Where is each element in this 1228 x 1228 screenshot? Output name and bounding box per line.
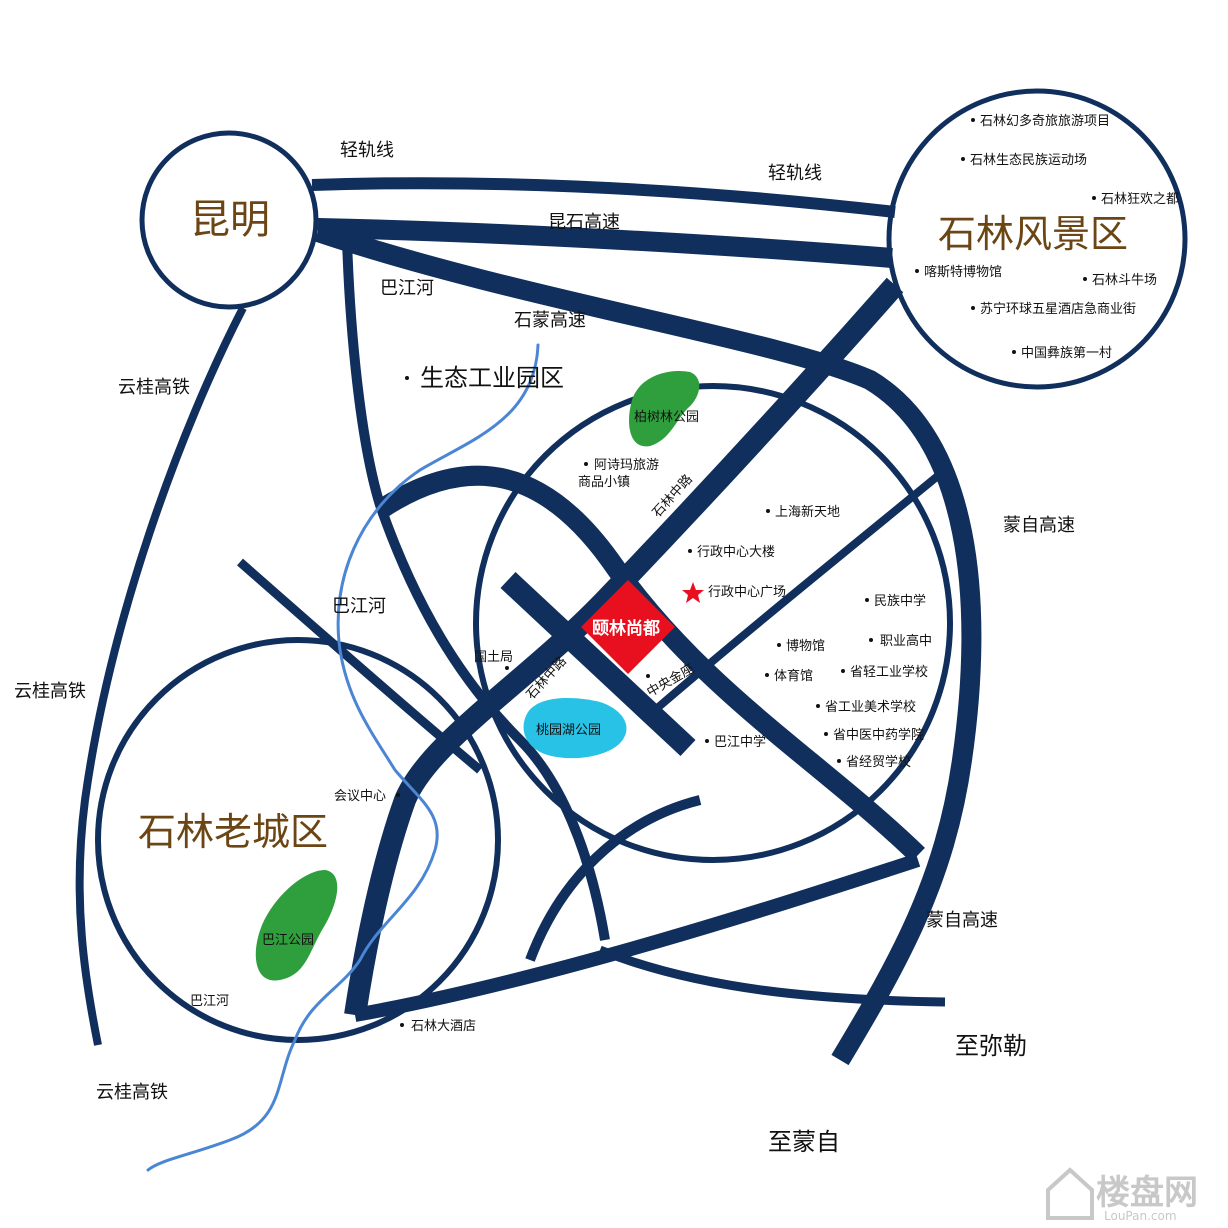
scenic-poi-item: 石林生态民族运动场 [970, 152, 1087, 168]
south-inner-road [525, 795, 702, 962]
watermark: 楼盘网 LouPan.com [1046, 1167, 1198, 1223]
bajiang-park-label: 巴江公园 [262, 933, 314, 948]
star-icon [682, 582, 704, 603]
poi-dot [971, 118, 975, 122]
city-scenic-area: 石林风景区 [938, 212, 1128, 256]
poi-tcm-school: 省中医中药学院 [833, 727, 924, 743]
cypress-park-label: 柏树林公园 [634, 410, 699, 425]
poi-dot [915, 269, 919, 273]
city-center-ring [473, 383, 953, 863]
poi-conference-center: 会议中心 [334, 789, 386, 804]
poi-trade-school: 省经贸学校 [846, 754, 911, 770]
shimeng-expressway [344, 277, 904, 1017]
scenic-poi-item: 石林斗牛场 [1092, 273, 1157, 288]
mengzi-expressway [314, 222, 982, 1066]
poi-admin-square: 行政中心广场 [708, 585, 786, 600]
bajiang-park-area [255, 870, 338, 981]
poi-shilin-hotel: 石林大酒店 [411, 1019, 476, 1034]
poi-dot [505, 666, 509, 670]
old-town-ring [95, 637, 501, 1043]
poi-dot [837, 759, 841, 763]
cypress-park-area [629, 370, 700, 447]
poi-admin-building: 行政中心大楼 [697, 545, 775, 560]
poi-vocational-school: 职业高中 [880, 633, 932, 649]
label-light-rail-2: 轻轨线 [768, 163, 822, 184]
label-mengzi-expressway-2: 蒙自高速 [926, 910, 998, 931]
scenic-poi-item: 石林狂欢之都 [1101, 192, 1179, 207]
project-name: 颐林尚都 [592, 618, 660, 639]
bajiang-river [146, 343, 540, 1172]
taoyuan-lake-park-area [523, 698, 627, 759]
house-icon [1046, 1167, 1094, 1220]
poi-dot [777, 643, 781, 647]
label-light-rail-1: 轻轨线 [340, 140, 394, 161]
label-eco-industrial-park: 生态工业园区 [420, 364, 564, 392]
scenic-poi-item: 喀斯特博物馆 [924, 264, 1002, 280]
city-kunming: 昆明 [190, 197, 270, 243]
label-bajiang-river-1: 巴江河 [380, 278, 434, 299]
poi-ashima-line1: 阿诗玛旅游 [594, 458, 659, 473]
poi-dot [705, 739, 709, 743]
watermark-brand: 楼盘网 [1096, 1173, 1198, 1213]
scenic-area-ring [886, 88, 1188, 390]
city-old-town: 石林老城区 [138, 810, 328, 854]
kunshi-expressway [317, 218, 893, 268]
poi-dot [961, 157, 965, 161]
poi-dot [865, 598, 869, 602]
label-to-mile: 至弥勒 [955, 1032, 1027, 1060]
kunming-ring [139, 130, 319, 310]
label-kunshi-expressway: 昆石高速 [548, 212, 620, 233]
poi-dot [765, 673, 769, 677]
poi-dot [869, 638, 873, 642]
poi-dot [1092, 196, 1096, 200]
project-cross-road [500, 571, 696, 757]
poi-dot [405, 376, 409, 380]
poi-museum: 博物馆 [786, 639, 825, 654]
poi-dot [646, 674, 650, 678]
poi-dot [1083, 277, 1087, 281]
label-bajiang-river-2: 巴江河 [332, 596, 386, 617]
south-east-road [598, 945, 946, 1007]
unused-2 [540, 766, 940, 1000]
poi-arts-school: 省工业美术学校 [825, 699, 916, 715]
poi-dot [1012, 350, 1016, 354]
label-mengzi-expressway-1: 蒙自高速 [1003, 515, 1075, 536]
label-shimeng-expressway: 石蒙高速 [514, 310, 586, 331]
east-diagonal-road [652, 466, 948, 714]
west-diagonal-road [237, 558, 483, 774]
scenic-poi-item: 苏宁环球五星酒店急商业街 [980, 301, 1136, 317]
poi-light-industry-school: 省轻工业学校 [850, 664, 928, 680]
taoyuan-lake-park-label: 桃园湖公园 [536, 723, 601, 738]
poi-dot [816, 704, 820, 708]
label-to-mengzi: 至蒙自 [768, 1128, 840, 1156]
poi-bajiang-school: 巴江中学 [714, 734, 766, 750]
poi-dot [396, 793, 400, 797]
label-bajiang-river-3: 巴江河 [190, 994, 229, 1009]
south-road [353, 853, 921, 1022]
label-yungui-rail-3: 云桂高铁 [96, 1082, 168, 1103]
scenic-poi-item: 石林幻多奇旅旅游项目 [980, 113, 1110, 129]
poi-dot [824, 732, 828, 736]
label-yungui-rail-1: 云桂高铁 [118, 377, 190, 398]
poi-minzu-school: 民族中学 [874, 593, 926, 609]
scenic-poi-list: 石林幻多奇旅旅游项目 石林生态民族运动场 石林狂欢之都 喀斯特博物馆 石林斗牛场… [915, 113, 1179, 361]
poi-dot [688, 549, 692, 553]
label-yungui-rail-2: 云桂高铁 [14, 681, 86, 702]
poi-dot [400, 1023, 404, 1027]
poi-shanghai-xintiandi: 上海新天地 [775, 504, 840, 520]
poi-land-bureau: 国土局 [474, 650, 513, 665]
poi-ashima-line2: 商品小镇 [578, 475, 630, 490]
light-rail-line [311, 177, 896, 218]
poi-dot [766, 509, 770, 513]
scenic-poi-item: 中国彝族第一村 [1021, 345, 1112, 361]
poi-dot [841, 669, 845, 673]
watermark-url: LouPan.com [1104, 1209, 1177, 1223]
poi-stadium: 体育馆 [774, 668, 813, 684]
poi-dot [584, 462, 588, 466]
shilin-middle-road-main [374, 465, 925, 863]
yungui-high-speed-rail [75, 306, 247, 1046]
project-highlight [581, 580, 675, 674]
poi-dot [971, 306, 975, 310]
